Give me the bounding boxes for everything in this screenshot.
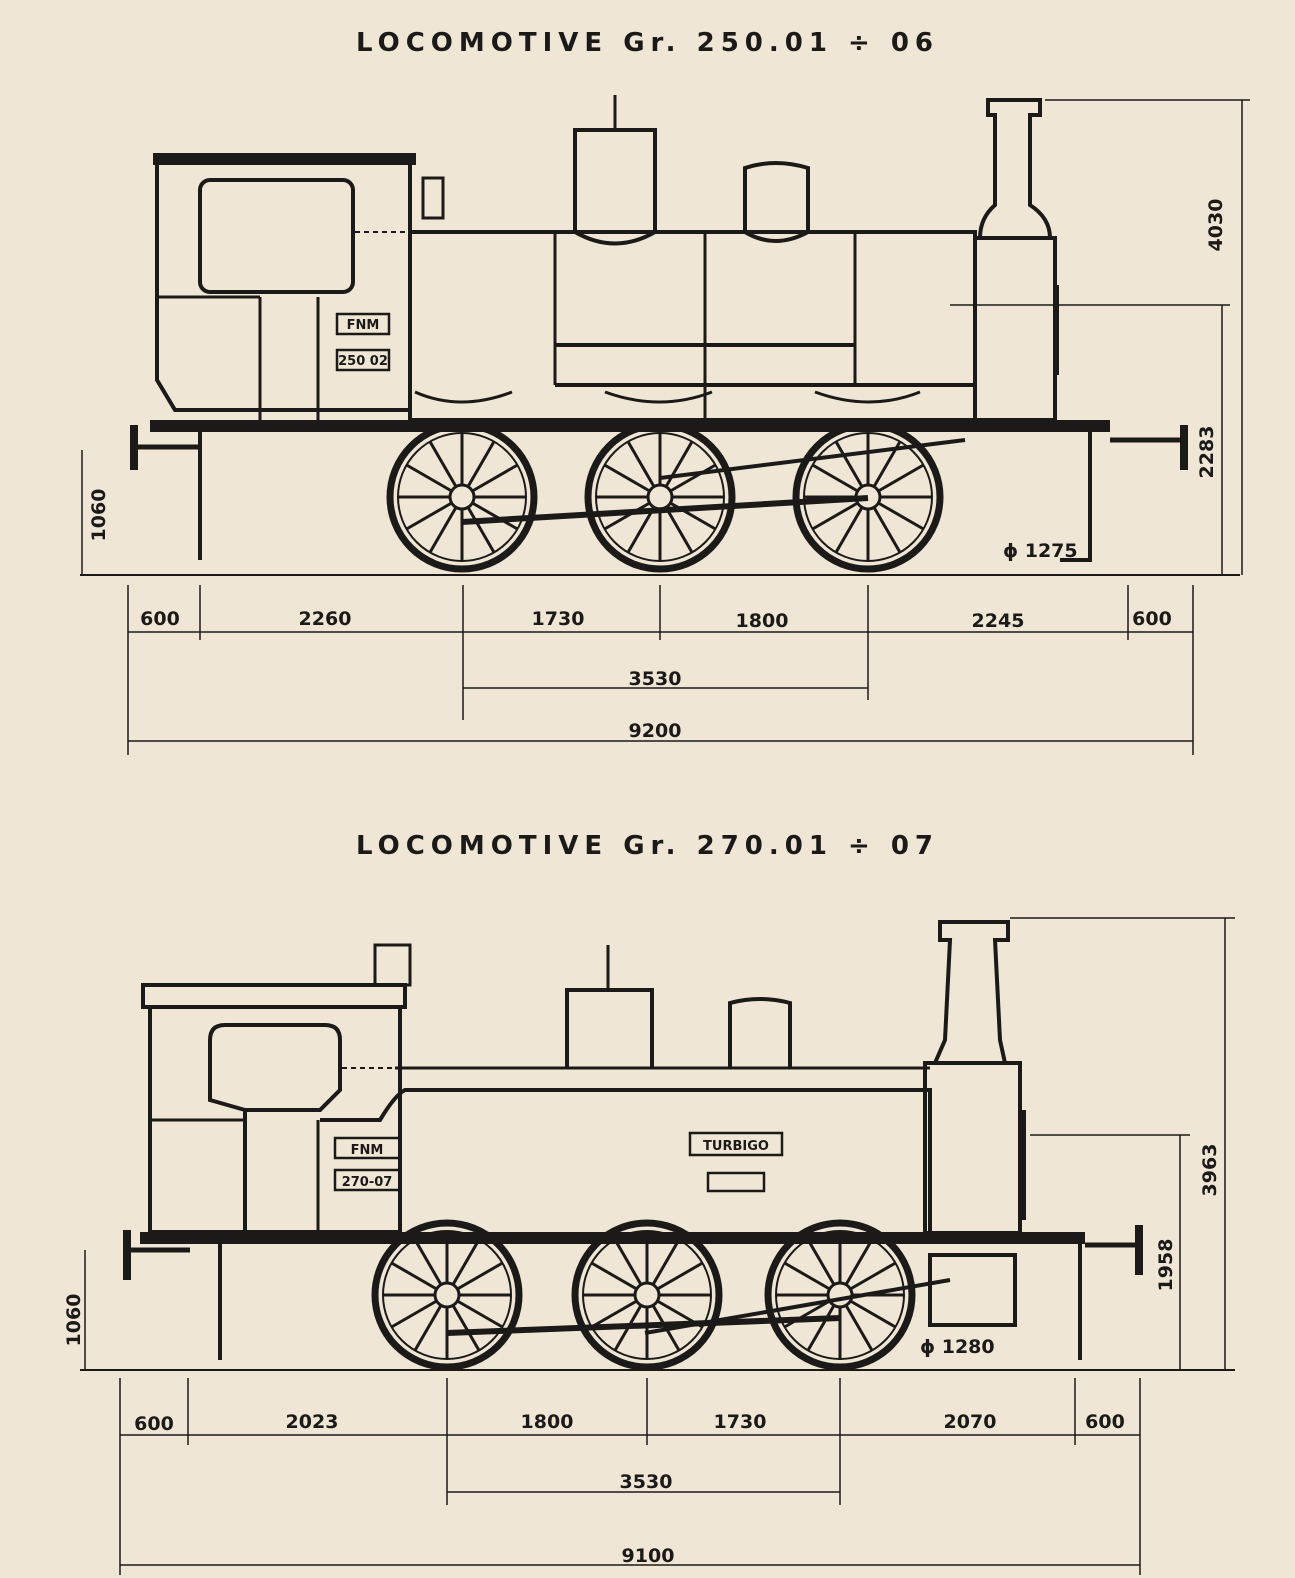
dimensions-250: 600 2260 1730 1800 2245 600 3530 9200 ϕ … [81,99,1250,755]
dim-250-wheelbase: 3530 [629,668,682,690]
dim-270-axle-buffer: 2070 [944,1411,997,1433]
dim-250-length: 9200 [629,720,682,742]
dim-270-wheelbase: 3530 [620,1471,673,1493]
plate-company-2: FNM [351,1143,384,1158]
dim-250-axle-23: 1800 [736,610,789,632]
plate-name-2: TURBIGO [703,1139,769,1154]
dim-270-axle-12: 1800 [521,1411,574,1433]
dim-250-buffer-height: 1060 [88,489,110,542]
plate-number-1: 250 02 [338,354,388,369]
plate-company-1: FNM [347,318,380,333]
dim-250-cab-axle: 2260 [299,608,352,630]
dim-270-wheel-dia: ϕ 1280 [920,1336,995,1358]
dim-250-axle-buffer: 2245 [972,610,1025,632]
dim-250-axle-12: 1730 [532,608,585,630]
locomotive-270: FNM 270-07 TURBIGO [80,920,1235,1371]
dim-270-buffer-height: 1060 [63,1294,85,1347]
diagram-1-title: LOCOMOTIVE Gr. 250.01 ÷ 06 [355,28,940,58]
dim-270-height-boiler: 1958 [1155,1239,1177,1292]
dim-270-overhang-front: 600 [134,1413,174,1435]
dim-250-height-total: 4030 [1205,199,1227,252]
dim-270-cab-axle: 2023 [286,1411,339,1433]
dim-270-axle-23: 1730 [714,1411,767,1433]
diagram-2-title: LOCOMOTIVE Gr. 270.01 ÷ 07 [355,831,940,861]
dim-270-overhang-rear: 600 [1085,1411,1125,1433]
dim-250-overhang-front: 600 [140,608,180,630]
locomotive-250: FNM 250 02 [80,95,1240,576]
dim-250-wheel-dia: ϕ 1275 [1003,540,1078,562]
dim-250-height-boiler: 2283 [1196,426,1218,479]
dim-270-length: 9100 [622,1545,675,1567]
plate-number-2: 270-07 [342,1175,393,1190]
dim-250-overhang-rear: 600 [1132,608,1172,630]
dimensions-270: 600 2023 1800 1730 2070 600 3530 9100 ϕ … [63,917,1235,1575]
dim-270-height-total: 3963 [1199,1144,1221,1197]
